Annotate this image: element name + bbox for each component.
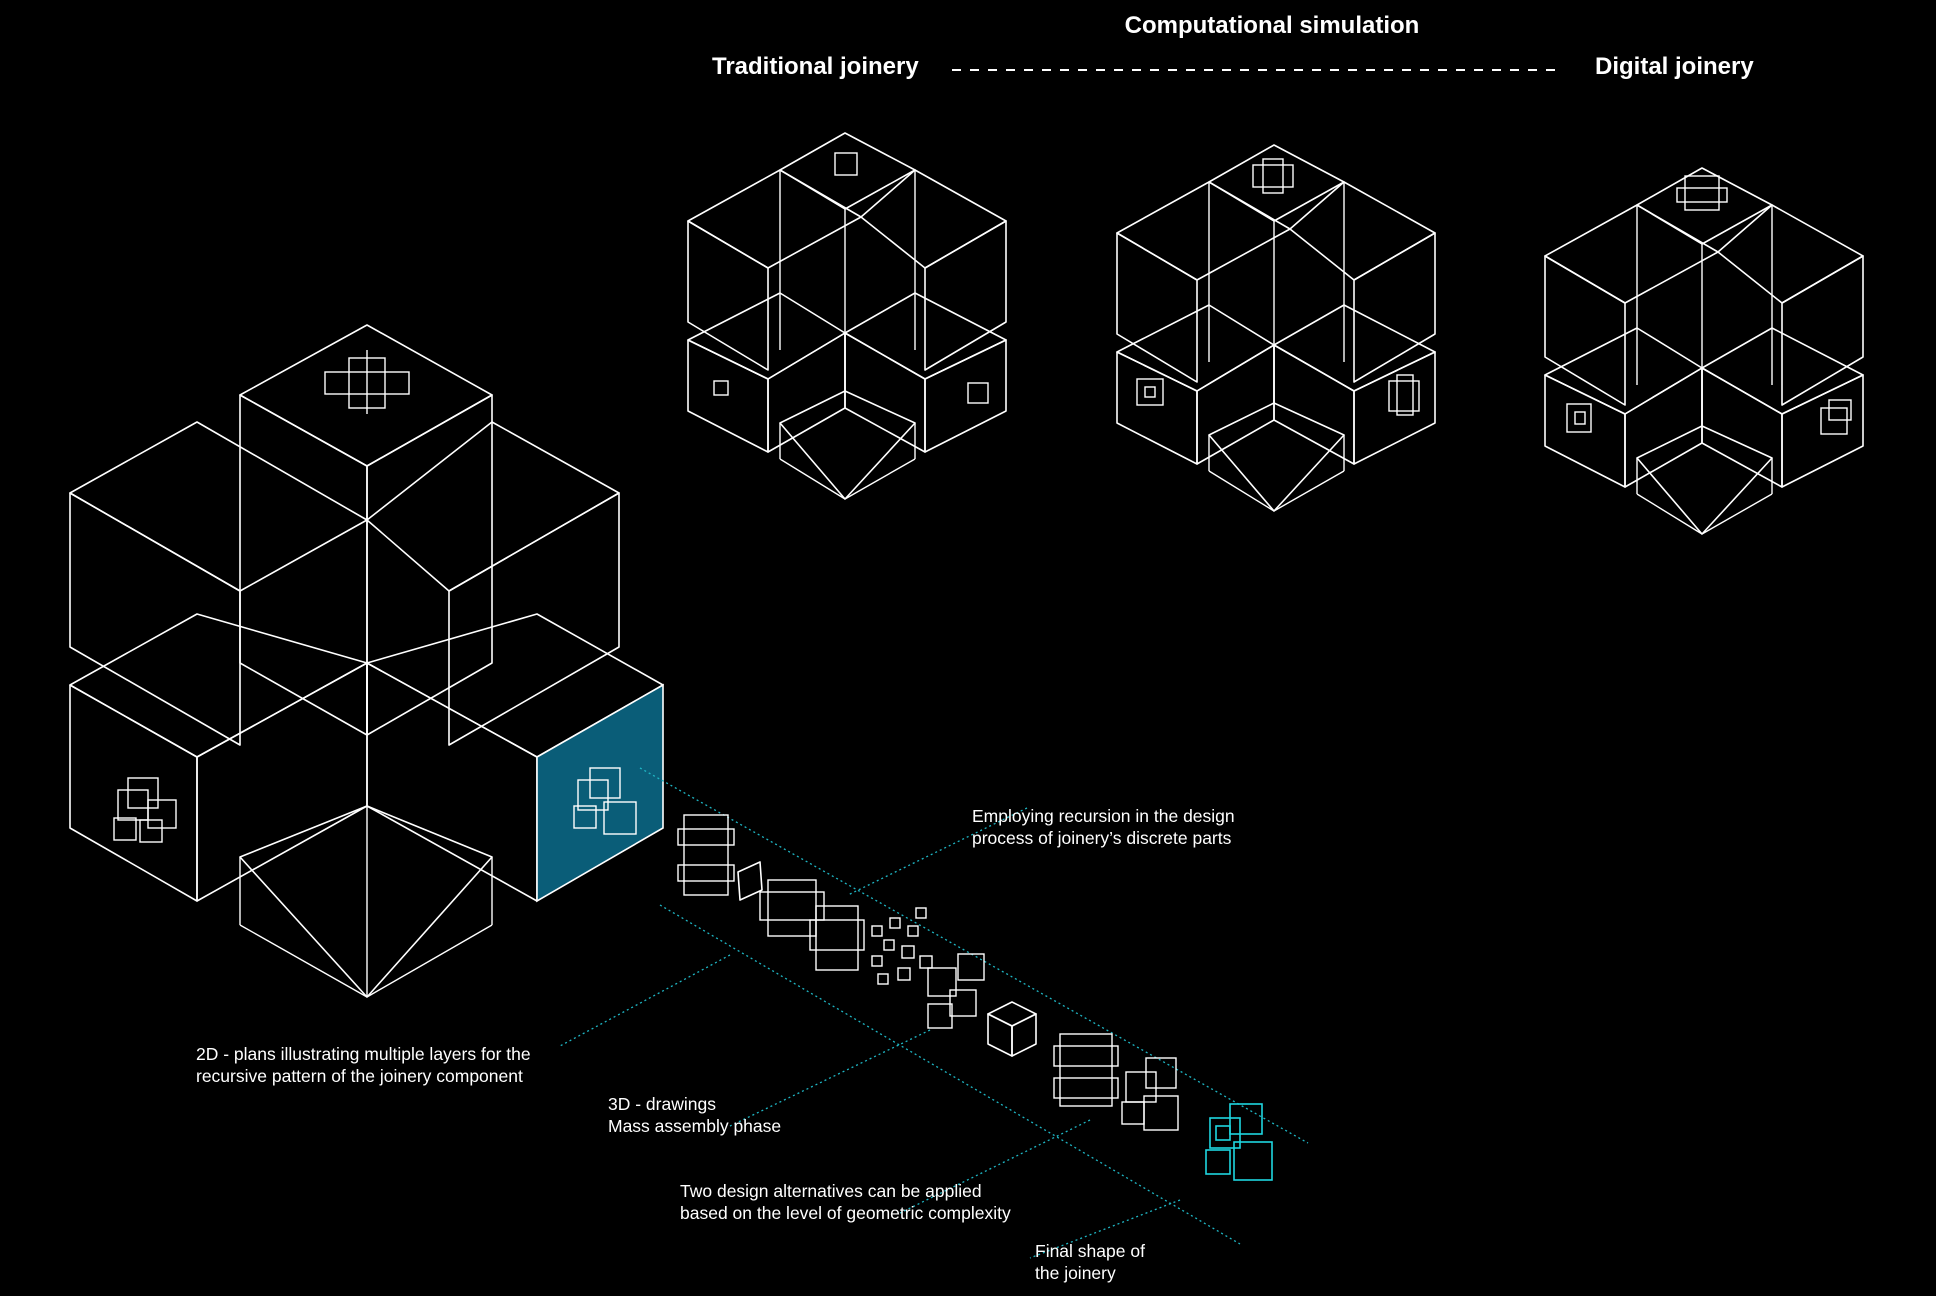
- joinery-component-icon: [113, 777, 177, 843]
- annotation-3d-drawings: 3D - drawings Mass assembly phase: [608, 1094, 781, 1136]
- exploded-sequence: [559, 767, 1309, 1259]
- diagram-title: Computational simulation: [1125, 12, 1420, 39]
- annotation-line: recursive pattern of the joinery compone…: [196, 1066, 523, 1086]
- annotation-recursion: Employing recursion in the design proces…: [972, 806, 1235, 848]
- cross-node-traditional: [687, 132, 1007, 500]
- annotation-final-shape: Final shape of the joinery: [1035, 1241, 1145, 1283]
- annotation-line: based on the level of geometric complexi…: [680, 1203, 1011, 1223]
- annotation-2d-plans: 2D - plans illustrating multiple layers …: [196, 1044, 531, 1086]
- annotation-line: 2D - plans illustrating multiple layers …: [196, 1044, 531, 1064]
- large-cross-node: [69, 324, 664, 998]
- digital-joinery-label: Digital joinery: [1595, 53, 1754, 80]
- traditional-joinery-label: Traditional joinery: [712, 53, 919, 80]
- annotation-line: Final shape of: [1035, 1241, 1145, 1261]
- annotation-line: 3D - drawings: [608, 1094, 716, 1114]
- cross-node-digital: [1544, 167, 1864, 535]
- joinery-component-icon: [324, 350, 410, 414]
- annotation-line: Employing recursion in the design: [972, 806, 1235, 826]
- annotation-line: Mass assembly phase: [608, 1116, 781, 1136]
- annotation-line: process of joinery’s discrete parts: [972, 828, 1232, 848]
- highlighted-end-face: [536, 683, 664, 903]
- annotation-alternatives: Two design alternatives can be applied b…: [680, 1181, 1011, 1223]
- annotation-line: Two design alternatives can be applied: [680, 1181, 982, 1201]
- joinery-component-icon: [573, 767, 637, 835]
- annotation-line: the joinery: [1035, 1263, 1116, 1283]
- cross-node-intermediate: [1116, 144, 1436, 512]
